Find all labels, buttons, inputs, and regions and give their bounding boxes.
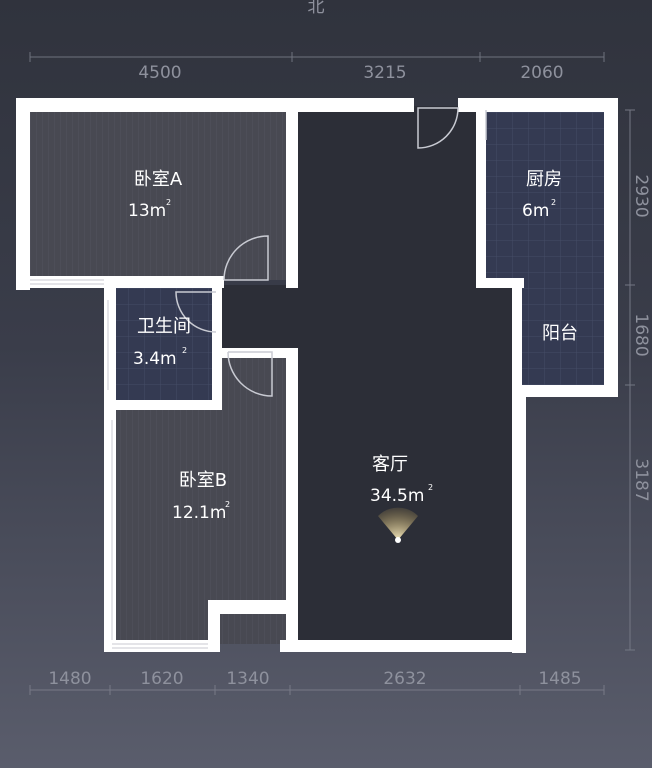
dim-bottom-1: 1480 [48, 669, 91, 689]
camera-view-icon [378, 507, 418, 540]
dim-top-2: 3215 [363, 63, 406, 83]
dim-bottom-2: 1620 [140, 669, 183, 689]
room-living-unit: 2 [428, 483, 433, 492]
dim-right-1: 2930 [631, 174, 651, 217]
door-swings [175, 107, 487, 397]
dim-right-3: 3187 [631, 458, 651, 501]
bottom-dimension-line [29, 685, 605, 695]
dim-bottom-4: 2632 [383, 669, 426, 689]
dim-bottom-3: 1340 [226, 669, 269, 689]
room-kitchen-area: 6m [522, 201, 549, 221]
room-bedroom-a-name: 卧室A [134, 169, 183, 190]
room-balcony-name: 阳台 [542, 323, 578, 344]
room-bathroom-unit: 2 [182, 346, 187, 355]
dim-top-3: 2060 [520, 63, 563, 83]
bathroom-floor [112, 285, 216, 405]
room-living-area: 34.5m [370, 486, 424, 506]
room-bedroom-a-area: 13m [128, 201, 166, 221]
room-living-name: 客厅 [372, 454, 408, 475]
room-bathroom-area: 3.4m [133, 349, 177, 369]
dim-top-1: 4500 [138, 63, 181, 83]
bedroom-a-floor [24, 110, 290, 280]
room-bedroom-b-unit: 2 [225, 500, 230, 509]
dim-right-2: 1680 [631, 313, 651, 356]
room-kitchen-name: 厨房 [526, 169, 562, 190]
room-bathroom-name: 卫生间 [137, 316, 191, 337]
room-bedroom-b-area: 12.1m [172, 503, 226, 523]
kitchen-floor [480, 110, 605, 280]
dim-bottom-5: 1485 [538, 669, 581, 689]
top-dimension-line [29, 52, 605, 62]
walls [16, 98, 618, 653]
balcony-floor [512, 280, 605, 385]
room-bedroom-a-unit: 2 [166, 198, 171, 207]
room-bedroom-b-name: 卧室B [179, 470, 227, 491]
room-kitchen-unit: 2 [551, 198, 556, 207]
compass-north-label: 北 [308, 0, 325, 17]
windows [30, 279, 208, 649]
camera-position-icon [395, 537, 401, 543]
right-dimension-line [625, 109, 635, 651]
